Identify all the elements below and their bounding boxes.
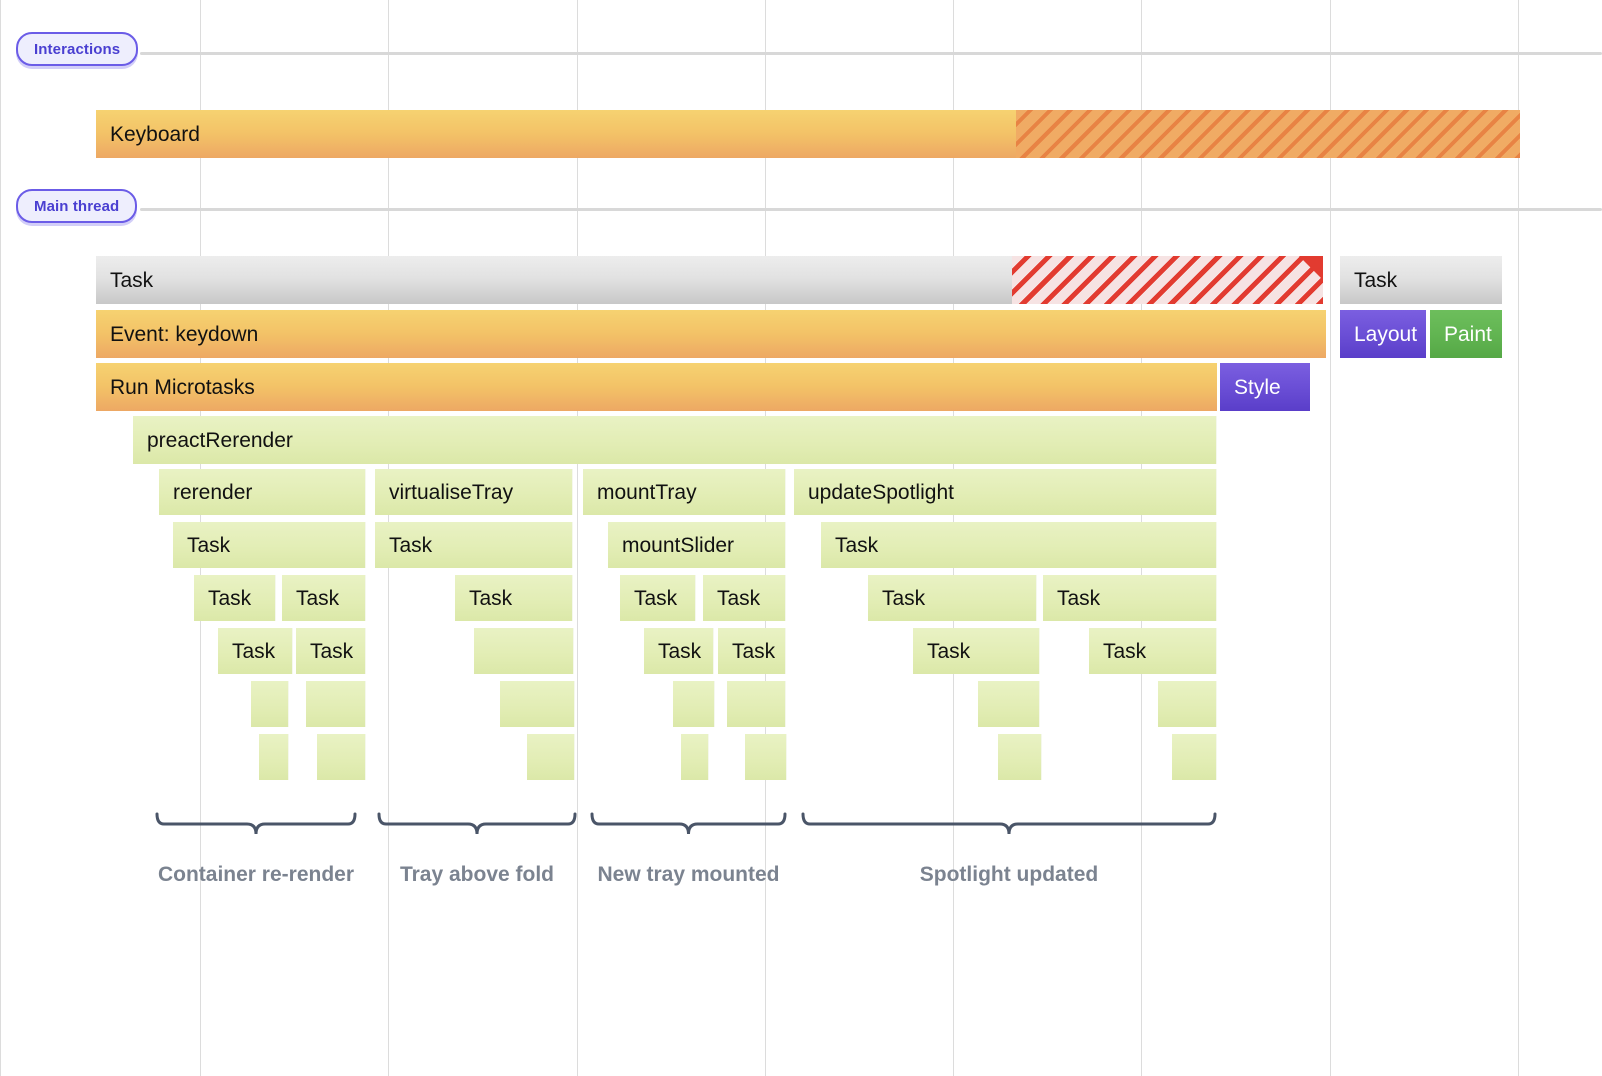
layout-label: Layout: [1354, 322, 1418, 346]
task-bar[interactable]: [527, 734, 575, 780]
spotlight-updated-label: Spotlight updated: [919, 863, 1099, 886]
task-bar[interactable]: Task: [718, 628, 786, 674]
task-bar[interactable]: Task: [1089, 628, 1217, 674]
task-main-red-hatch-overlay[interactable]: [1012, 256, 1323, 304]
tray-above-fold-bracket: [377, 812, 577, 838]
task-bar[interactable]: Task: [194, 575, 276, 621]
container-re-render-label: Container re-render: [157, 863, 355, 886]
new-tray-mounted-bracket: [590, 812, 787, 838]
task-label: Task: [732, 639, 776, 663]
rerender-label: rerender: [173, 480, 253, 504]
task-bar[interactable]: Task: [644, 628, 714, 674]
update-spotlight-label: updateSpotlight: [808, 480, 954, 504]
task-label: Task: [634, 586, 678, 610]
task-label: Task: [1057, 586, 1101, 610]
run-microtasks-bar[interactable]: Run Microtasks: [96, 363, 1217, 411]
track-label-text: Main thread: [34, 197, 120, 215]
task-label: Task: [310, 639, 354, 663]
task-label: Task: [296, 586, 340, 610]
task-bar[interactable]: [978, 681, 1040, 727]
task-label: Task: [232, 639, 276, 663]
task-bar[interactable]: [1172, 734, 1217, 780]
task-bar[interactable]: [681, 734, 709, 780]
task-bar[interactable]: Task: [173, 522, 366, 568]
rerender-bar[interactable]: rerender: [159, 469, 366, 515]
task-bar[interactable]: [259, 734, 289, 780]
paint-bar[interactable]: Paint: [1430, 310, 1502, 358]
track-label-main-thread[interactable]: Main thread: [16, 189, 138, 223]
run-microtasks-label: Run Microtasks: [110, 375, 255, 399]
task-label: Task: [389, 533, 433, 557]
task-label: Task: [927, 639, 971, 663]
task-label: Task: [469, 586, 513, 610]
task-bar[interactable]: [306, 681, 366, 727]
mount-slider-label: mountSlider: [622, 533, 735, 557]
task-bar[interactable]: [474, 628, 574, 674]
gridline-8: [1518, 0, 1519, 1076]
layout-bar[interactable]: Layout: [1340, 310, 1426, 358]
track-label-text: Interactions: [34, 40, 121, 58]
task-bar[interactable]: [317, 734, 366, 780]
task-label: Task: [658, 639, 702, 663]
task-bar[interactable]: [727, 681, 786, 727]
task-bar[interactable]: Task: [868, 575, 1037, 621]
task-bar[interactable]: Task: [455, 575, 573, 621]
task-label: Task: [187, 533, 231, 557]
long-task-warning-triangle-icon: [1299, 256, 1323, 280]
virtualise-tray-label: virtualiseTray: [389, 480, 514, 504]
track-separator-0: [140, 52, 1602, 55]
task-bar[interactable]: Task: [296, 628, 366, 674]
task-bar[interactable]: Task: [913, 628, 1040, 674]
paint-label: Paint: [1444, 322, 1492, 346]
new-tray-mounted-label: New tray mounted: [597, 863, 780, 886]
task-bar[interactable]: Task: [282, 575, 366, 621]
style-bar[interactable]: Style: [1220, 363, 1310, 411]
keyboard-interaction-label: Keyboard: [110, 122, 200, 146]
tray-above-fold-label: Tray above fold: [399, 863, 555, 886]
task-main-label: Task: [110, 268, 154, 292]
update-spotlight-bar[interactable]: updateSpotlight: [794, 469, 1217, 515]
task-bar[interactable]: Task: [703, 575, 786, 621]
task-label: Task: [835, 533, 879, 557]
container-re-render-bracket: [155, 812, 357, 838]
task-label: Task: [208, 586, 252, 610]
mount-tray-bar[interactable]: mountTray: [583, 469, 786, 515]
track-label-interactions[interactable]: Interactions: [16, 32, 139, 66]
gridline-0: [0, 0, 1, 1076]
task-bar[interactable]: [500, 681, 575, 727]
task-bar[interactable]: [673, 681, 715, 727]
event-keydown-bar[interactable]: Event: keydown: [96, 310, 1326, 358]
task-label: Task: [717, 586, 761, 610]
virtualise-tray-bar[interactable]: virtualiseTray: [375, 469, 573, 515]
keyboard-interaction-orange-hatch-overlay[interactable]: [1016, 110, 1520, 158]
mount-tray-label: mountTray: [597, 480, 697, 504]
mount-slider-bar[interactable]: mountSlider: [608, 522, 786, 568]
task-bar[interactable]: [1158, 681, 1217, 727]
task-bar[interactable]: Task: [1043, 575, 1217, 621]
gridline-3: [577, 0, 578, 1076]
task-bar[interactable]: [745, 734, 787, 780]
task-bar[interactable]: Task: [375, 522, 573, 568]
style-label: Style: [1234, 375, 1281, 399]
task-bar[interactable]: [251, 681, 289, 727]
preact-rerender-label: preactRerender: [147, 428, 293, 452]
task-label: Task: [882, 586, 926, 610]
spotlight-updated-bracket: [801, 812, 1217, 838]
gridline-7: [1330, 0, 1331, 1076]
task-right-bar[interactable]: Task: [1340, 256, 1502, 304]
task-right-label: Task: [1354, 268, 1398, 292]
task-bar[interactable]: Task: [620, 575, 696, 621]
task-bar[interactable]: Task: [218, 628, 293, 674]
task-bar[interactable]: Task: [821, 522, 1217, 568]
preact-rerender-bar[interactable]: preactRerender: [133, 416, 1217, 464]
task-bar[interactable]: [998, 734, 1042, 780]
track-separator-1: [140, 208, 1602, 211]
event-keydown-label: Event: keydown: [110, 322, 259, 346]
task-label: Task: [1103, 639, 1147, 663]
